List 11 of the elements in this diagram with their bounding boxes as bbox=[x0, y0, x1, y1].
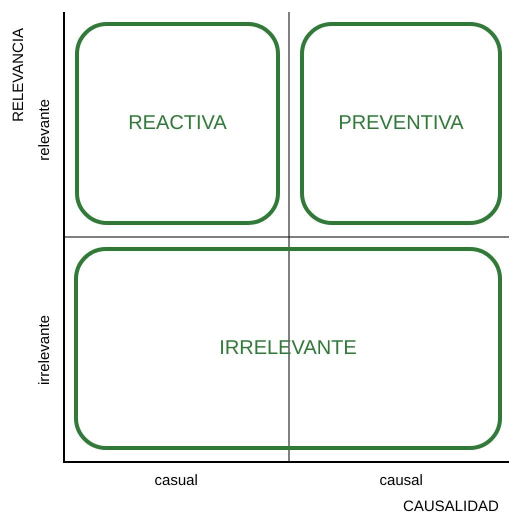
axis-label: casual bbox=[154, 472, 198, 488]
axis-label: causal bbox=[380, 472, 423, 488]
axis-title: RELEVANCIA bbox=[10, 28, 26, 122]
axis-title: CAUSALIDAD bbox=[403, 498, 499, 513]
rounded-box bbox=[74, 247, 502, 450]
rounded-box bbox=[75, 22, 280, 225]
axis-label: relevante bbox=[36, 99, 52, 161]
quadrant-label: REACTIVA bbox=[128, 112, 227, 135]
axis-label: irrelevante bbox=[36, 315, 52, 386]
quadrant-label: PREVENTIVA bbox=[338, 112, 464, 135]
rounded-box bbox=[300, 22, 502, 225]
